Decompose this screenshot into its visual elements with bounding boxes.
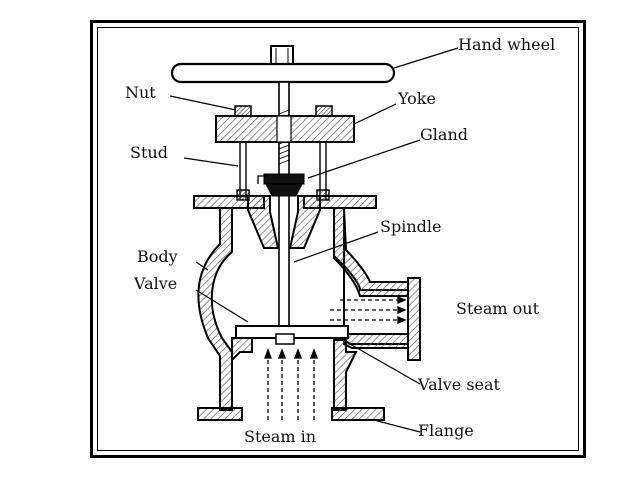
valve-disc bbox=[235, 325, 349, 345]
nut-right bbox=[315, 105, 333, 117]
gland bbox=[257, 173, 305, 197]
label-gland: Gland bbox=[420, 125, 468, 144]
label-body: Body bbox=[137, 247, 178, 266]
label-yoke: Yoke bbox=[397, 89, 436, 108]
leader-lines bbox=[169, 47, 459, 433]
nut-left bbox=[234, 105, 252, 117]
label-valve: Valve bbox=[133, 274, 177, 293]
inner-border bbox=[97, 27, 579, 451]
yoke bbox=[215, 115, 355, 143]
label-stud: Stud bbox=[130, 143, 168, 162]
valve-body bbox=[193, 195, 421, 421]
steam-in-arrows bbox=[264, 348, 318, 420]
label-hand-wheel: Hand wheel bbox=[458, 35, 555, 54]
label-steam-in: Steam in bbox=[244, 427, 316, 446]
hand-wheel bbox=[170, 45, 396, 84]
hand-wheel-rim bbox=[170, 62, 396, 84]
label-steam-out: Steam out bbox=[456, 299, 540, 318]
label-nut: Nut bbox=[125, 83, 156, 102]
label-flange: Flange bbox=[418, 421, 474, 440]
label-spindle: Spindle bbox=[380, 217, 441, 236]
steam-out-arrows bbox=[330, 296, 407, 324]
label-valve-seat: Valve seat bbox=[417, 375, 501, 394]
